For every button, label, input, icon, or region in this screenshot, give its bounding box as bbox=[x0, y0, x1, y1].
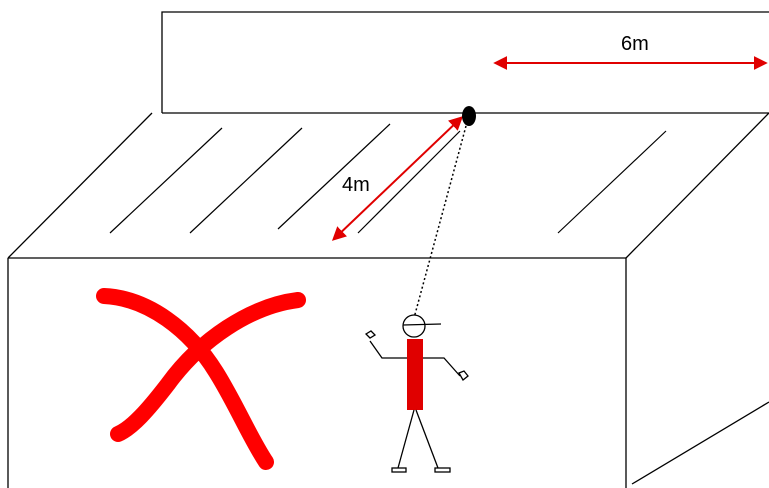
anchor-point bbox=[462, 106, 476, 126]
worker-left-hand bbox=[364, 330, 377, 339]
worker-right-hand bbox=[458, 370, 469, 381]
side-wall-lower-edge bbox=[631, 401, 769, 485]
roof-right-edge bbox=[625, 112, 769, 259]
stick-figure-worker bbox=[364, 314, 469, 473]
roof-left-edge bbox=[7, 112, 153, 259]
worker-right-leg bbox=[415, 409, 439, 469]
worker-head bbox=[402, 314, 426, 338]
roof-hatching bbox=[109, 123, 667, 234]
worker-cap-brim bbox=[402, 323, 442, 326]
worker-right-arm bbox=[423, 357, 461, 377]
setback-measure-arrow bbox=[331, 116, 464, 241]
red-x-icon bbox=[96, 288, 306, 470]
worker-left-leg bbox=[397, 409, 415, 469]
worker-left-foot bbox=[391, 467, 407, 473]
lifeline bbox=[413, 125, 467, 319]
worker-left-arm bbox=[369, 340, 407, 359]
building-outline bbox=[7, 112, 769, 488]
width-distance-label: 6m bbox=[621, 33, 649, 55]
setback-distance-label: 4m bbox=[342, 174, 370, 196]
worker-right-foot bbox=[434, 467, 451, 473]
worker-torso bbox=[407, 339, 423, 410]
